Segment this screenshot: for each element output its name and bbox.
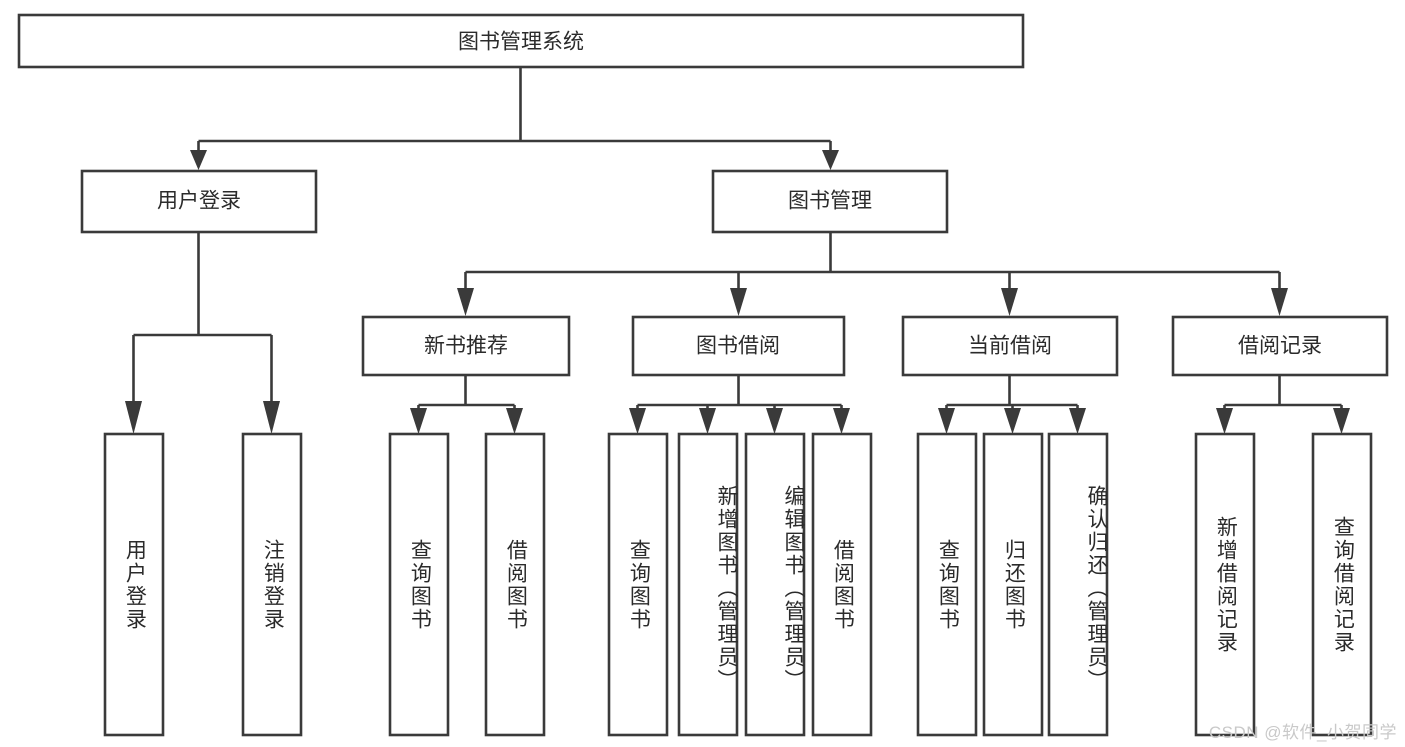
- arrowhead-borrow-record: [1271, 288, 1288, 316]
- node-leaf-query-borrow-record-box[interactable]: [1311, 432, 1373, 737]
- node-leaf-add-borrow-record-box[interactable]: [1194, 432, 1256, 737]
- node-leaf-query-book-2-box[interactable]: [607, 432, 669, 737]
- arrowhead-currentborrow-leaf-2: [1004, 408, 1021, 434]
- node-root-box[interactable]: [17, 13, 1025, 69]
- node-root-label: 图书管理系统: [458, 31, 584, 54]
- connector-layer: [125, 67, 1350, 434]
- csdn-watermark: CSDN @软件_小贺同学: [1208, 723, 1397, 742]
- node-borrow-record-box[interactable]: [1171, 315, 1389, 377]
- arrowhead-bookborrow-leaf-4: [833, 408, 850, 434]
- node-user-login-box[interactable]: [80, 169, 318, 234]
- node-book-borrow-box[interactable]: [631, 315, 846, 377]
- arrowhead-current-borrow: [1001, 288, 1018, 316]
- arrowhead-new-book-recommend: [457, 288, 474, 316]
- arrowhead-currentborrow-leaf-3: [1069, 408, 1086, 434]
- arrowhead-bookborrow-leaf-1: [629, 408, 646, 434]
- node-leaf-borrow-book-2-box[interactable]: [811, 432, 873, 737]
- arrowhead-user-login: [190, 150, 207, 170]
- node-leaf-return-book-box[interactable]: [982, 432, 1044, 737]
- node-current-borrow-box[interactable]: [901, 315, 1119, 377]
- node-leaf-confirm-return-box[interactable]: [1047, 432, 1109, 737]
- arrowhead-borrowrecord-leaf-2: [1333, 408, 1350, 434]
- node-book-borrow-label: 图书借阅: [696, 335, 780, 358]
- arrowhead-bookborrow-leaf-2: [699, 408, 716, 434]
- arrowhead-leaf-user-login: [125, 401, 142, 434]
- node-leaf-borrow-book-1-box[interactable]: [484, 432, 546, 737]
- node-leaf-edit-book-box[interactable]: [744, 432, 806, 737]
- node-current-borrow-label: 当前借阅: [968, 335, 1052, 358]
- node-leaf-add-book-box[interactable]: [677, 432, 739, 737]
- arrowhead-bookborrow-leaf-3: [766, 408, 783, 434]
- node-user-login-label: 用户登录: [157, 190, 241, 213]
- node-borrow-record-label: 借阅记录: [1238, 335, 1322, 358]
- arrowhead-book-borrow: [730, 288, 747, 316]
- arrowhead-newbook-leaf-1: [410, 408, 427, 434]
- node-leaf-query-book-1-box[interactable]: [388, 432, 450, 737]
- node-new-book-recommend-label: 新书推荐: [424, 335, 508, 358]
- arrowhead-newbook-leaf-2: [506, 408, 523, 434]
- node-book-manage-label: 图书管理: [788, 190, 872, 213]
- node-leaf-user-login-box[interactable]: [103, 432, 165, 737]
- node-leaf-query-book-3-box[interactable]: [916, 432, 978, 737]
- arrowhead-currentborrow-leaf-1: [938, 408, 955, 434]
- arrowhead-leaf-logout-login: [263, 401, 280, 434]
- arrowhead-book-manage: [822, 150, 839, 170]
- node-leaf-logout-login-box[interactable]: [241, 432, 303, 737]
- node-book-manage-box[interactable]: [711, 169, 949, 234]
- node-layer: 图书管理系统 用户登录 图书管理 新书推荐 图书借阅 当前借阅 借阅记录: [17, 13, 1389, 737]
- arrowhead-borrowrecord-leaf-1: [1216, 408, 1233, 434]
- node-new-book-recommend-box[interactable]: [361, 315, 571, 377]
